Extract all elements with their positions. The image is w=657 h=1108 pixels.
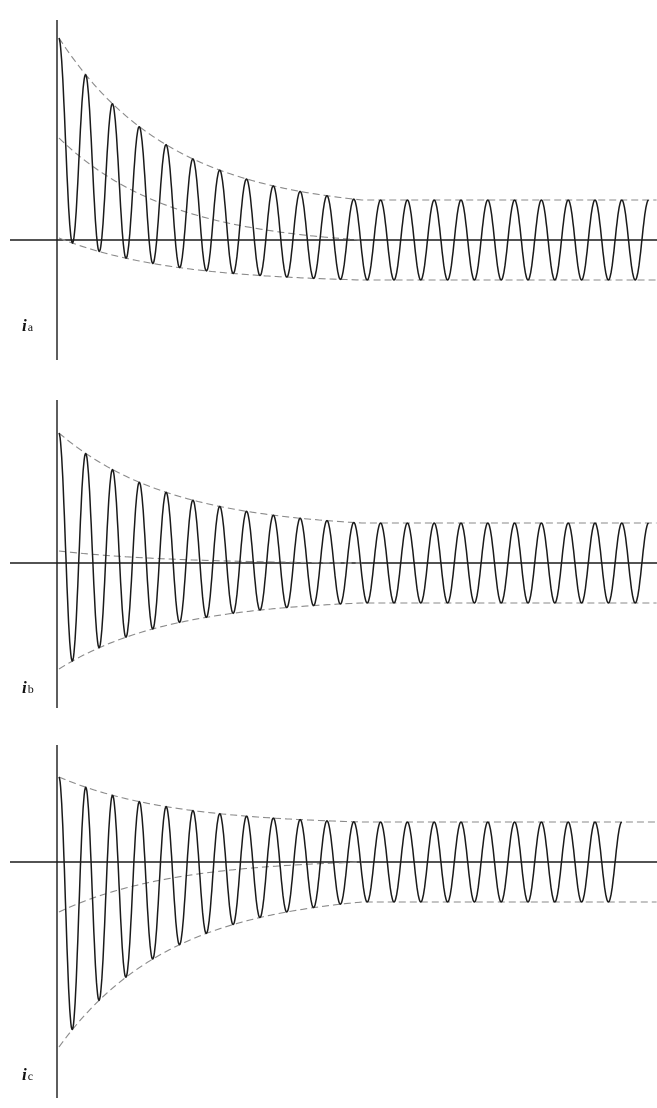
current-waveform-c (58, 776, 623, 1031)
panel-a: ia (10, 20, 657, 360)
dc-offset-envelope (58, 861, 362, 913)
phase-label-a: ia (22, 316, 34, 335)
dc-offset-envelope (58, 550, 362, 564)
phase-label-subscript: a (28, 320, 34, 334)
current-waveform-a (58, 37, 649, 281)
phase-label-symbol: i (22, 1065, 27, 1084)
panel-c: ic (10, 745, 657, 1098)
phase-label-subscript: b (28, 682, 34, 696)
phase-label-b: ib (22, 678, 34, 697)
dc-offset-envelope (58, 137, 362, 241)
lower-envelope (58, 602, 657, 670)
upper-envelope (58, 37, 657, 201)
phase-label-symbol: i (22, 316, 27, 335)
lower-envelope (58, 237, 657, 281)
panel-b: ib (10, 400, 657, 708)
upper-envelope (58, 776, 657, 823)
lower-envelope (58, 901, 657, 1048)
current-waveform-b (58, 432, 649, 662)
upper-envelope (58, 432, 657, 524)
phase-label-subscript: c (28, 1069, 33, 1083)
phase-label-c: ic (22, 1065, 33, 1084)
phase-label-symbol: i (22, 678, 27, 697)
